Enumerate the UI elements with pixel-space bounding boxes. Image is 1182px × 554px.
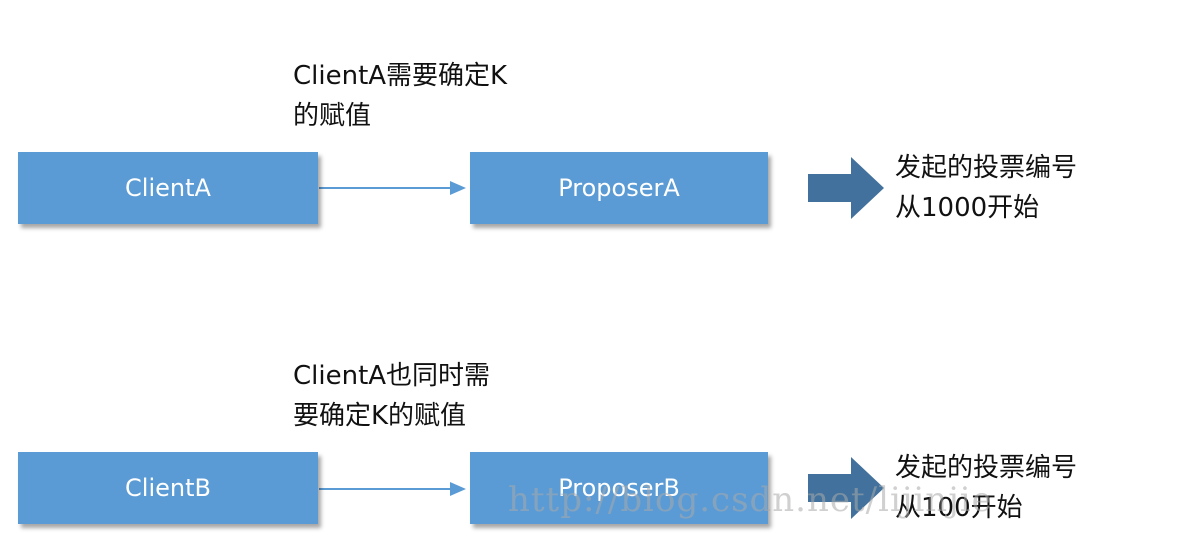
note-row-b-line1: ClientA也同时需 <box>293 361 491 391</box>
note-row-b-line2: 要确定K的赋值 <box>293 401 467 431</box>
note-row-a-line1: ClientA需要确定K <box>293 61 508 91</box>
client-a-box: ClientA <box>18 152 318 224</box>
client-a-label: ClientA <box>125 174 211 202</box>
result-row-a: 发起的投票编号 从1000开始 <box>895 148 1077 228</box>
block-arrow-b <box>808 457 884 519</box>
proposer-b-box: ProposerB <box>470 452 768 524</box>
client-b-box: ClientB <box>18 452 318 524</box>
note-row-a: ClientA需要确定K 的赋值 <box>293 56 507 136</box>
client-b-label: ClientB <box>125 474 211 502</box>
result-row-b: 发起的投票编号 从100开始 <box>895 448 1077 528</box>
result-row-b-line2: 从100开始 <box>895 493 1023 523</box>
proposer-b-label: ProposerB <box>558 474 680 502</box>
result-row-a-line1: 发起的投票编号 <box>895 153 1078 183</box>
connector-arrowhead-a <box>450 181 466 195</box>
result-row-a-line2: 从1000开始 <box>895 193 1040 223</box>
note-row-a-line2: 的赋值 <box>293 101 372 131</box>
result-row-b-line1: 发起的投票编号 <box>895 453 1078 483</box>
watermark-text: http://blog.csdn.net/lijinjie <box>508 480 993 520</box>
proposer-a-box: ProposerA <box>470 152 768 224</box>
proposer-a-label: ProposerA <box>558 174 680 202</box>
block-arrow-a <box>808 157 884 219</box>
note-row-b: ClientA也同时需 要确定K的赋值 <box>293 356 490 436</box>
connector-arrowhead-b <box>450 482 466 496</box>
